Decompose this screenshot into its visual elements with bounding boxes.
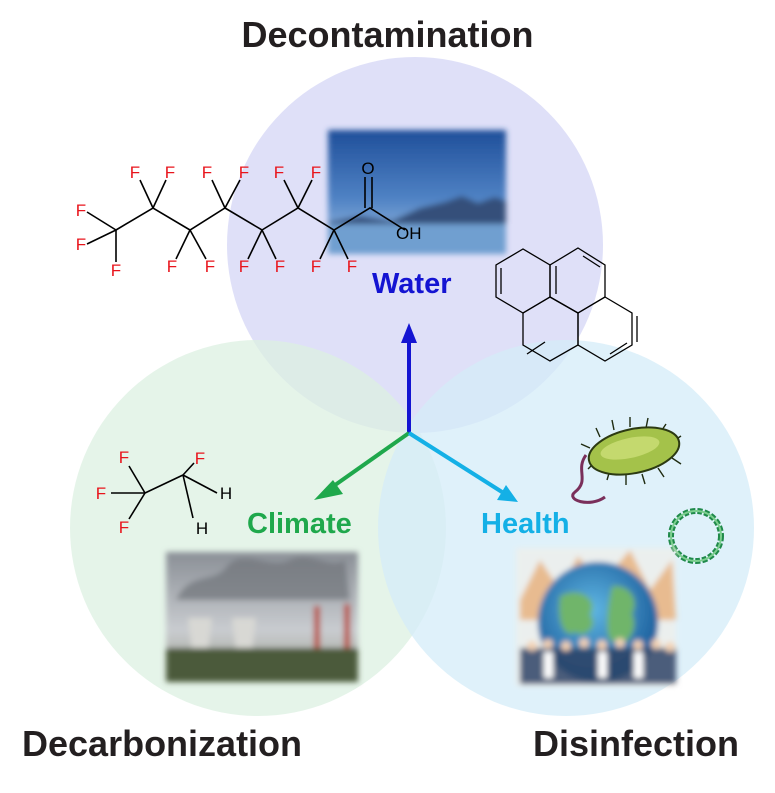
pyrene-molecule: [495, 247, 638, 362]
pfoa-fluorine-atoms: F F F F F F F F F F F F F F F: [76, 163, 357, 280]
f-atom: F: [119, 518, 129, 537]
hfc-atoms: F F F F H H: [96, 448, 232, 538]
f-atom: F: [347, 257, 357, 276]
f-atom: F: [311, 163, 321, 182]
f-atom: F: [275, 257, 285, 276]
lake-photo: [328, 130, 506, 254]
bacterium-icon: [571, 417, 682, 504]
f-atom: F: [130, 163, 140, 182]
water-arrowhead: [401, 323, 417, 343]
f-atom: F: [205, 257, 215, 276]
f-atom: F: [76, 235, 86, 254]
pfoa-molecule: [86, 177, 406, 262]
circular-dna-icon: [668, 508, 724, 564]
hydroxyl-group: OH: [396, 224, 422, 243]
climate-arrow: [326, 431, 411, 492]
health-arrow: [407, 431, 504, 494]
axis-arrows: [314, 323, 518, 502]
health-label: Health: [481, 508, 570, 540]
f-atom: F: [195, 449, 205, 468]
f-atom: F: [96, 484, 106, 503]
carbonyl-oxygen: O: [361, 159, 374, 178]
f-atom: F: [111, 261, 121, 280]
f-atom: F: [167, 257, 177, 276]
f-atom: F: [202, 163, 212, 182]
water-label: Water: [372, 268, 452, 300]
climate-label: Climate: [247, 508, 352, 540]
h-atom: H: [220, 484, 232, 503]
climate-arrowhead: [314, 480, 343, 500]
disinfection-title: Disinfection: [533, 723, 740, 764]
f-atom: F: [311, 257, 321, 276]
f-atom: F: [119, 448, 129, 467]
f-atom: F: [165, 163, 175, 182]
hfc-molecule: [111, 462, 218, 520]
f-atom: F: [76, 201, 86, 220]
decontamination-title: Decontamination: [241, 14, 534, 55]
f-atom: F: [239, 163, 249, 182]
f-atom: F: [274, 163, 284, 182]
global-health-illustration: [516, 548, 676, 686]
power-plant-photo: [166, 552, 358, 682]
h-atom: H: [196, 519, 208, 538]
health-arrowhead: [497, 485, 518, 502]
decarbonization-title: Decarbonization: [22, 723, 303, 764]
f-atom: F: [239, 257, 249, 276]
